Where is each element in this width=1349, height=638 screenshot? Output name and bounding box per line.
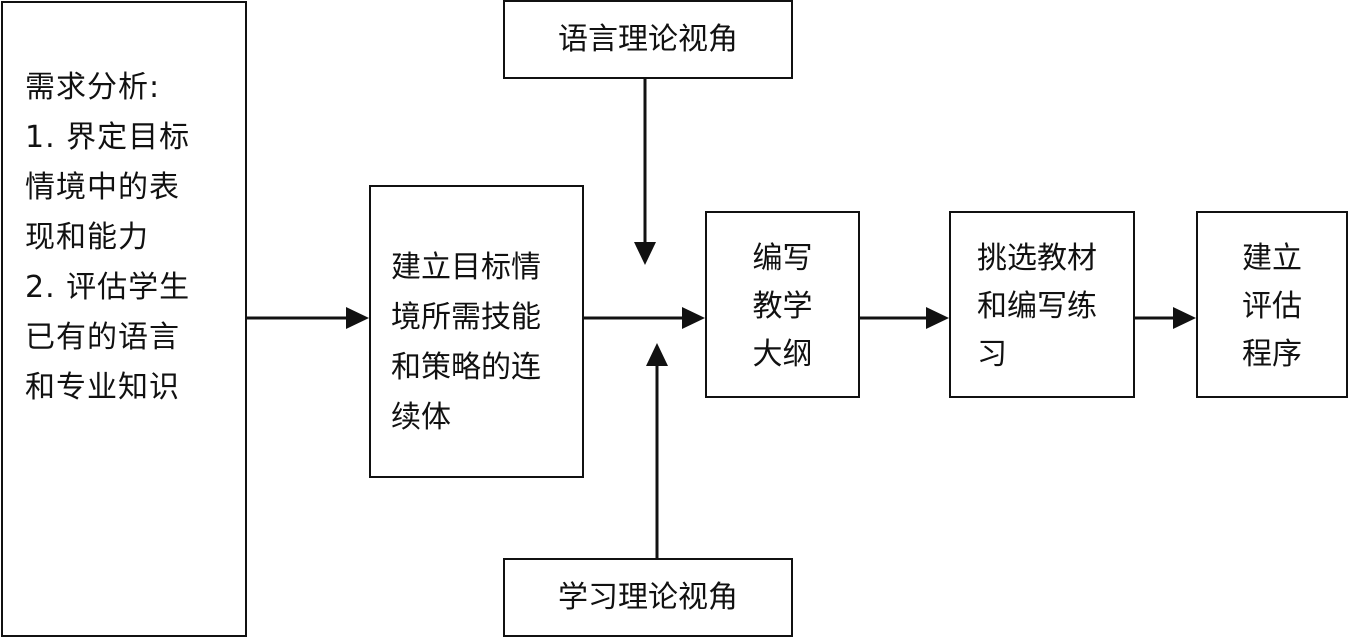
arrow-language-theory-down [634, 79, 656, 265]
arrow-learning-theory-up [646, 343, 668, 558]
continuum-line: 境所需技能 [391, 300, 541, 335]
continuum-line: 建立目标情 [391, 250, 541, 285]
learning-theory-box: 学习理论视角 [503, 558, 793, 637]
needs-analysis-line: 已有的语言 [25, 320, 180, 355]
needs-analysis-line: 和专业知识 [25, 370, 180, 405]
needs-analysis-title: 需求分析: [25, 70, 161, 105]
arrow-syllabus-to-materials [860, 307, 949, 329]
language-theory-label: 语言理论视角 [558, 22, 738, 57]
syllabus-line: 编写 [752, 241, 813, 276]
language-theory-box: 语言理论视角 [503, 0, 793, 79]
syllabus-line: 大纲 [752, 337, 813, 372]
learning-theory-label: 学习理论视角 [558, 580, 738, 615]
materials-box: 挑选教材 和编写练 习 [949, 211, 1135, 398]
syllabus-box: 编写 教学 大纲 [705, 211, 860, 398]
continuum-line: 续体 [391, 400, 451, 435]
evaluation-line: 程序 [1242, 337, 1302, 372]
needs-analysis-line: 现和能力 [25, 220, 149, 255]
materials-line: 和编写练 [977, 289, 1097, 324]
arrow-continuum-to-syllabus [584, 307, 705, 329]
continuum-line: 和策略的连 [391, 350, 541, 385]
needs-analysis-line: 1. 界定目标 [25, 120, 191, 155]
needs-analysis-line: 情境中的表 [25, 170, 180, 205]
needs-analysis-line: 2. 评估学生 [25, 270, 191, 305]
arrow-materials-to-evaluation [1135, 307, 1196, 329]
materials-line: 挑选教材 [977, 241, 1097, 276]
skills-continuum-box: 建立目标情 境所需技能 和策略的连 续体 [369, 185, 584, 478]
evaluation-box: 建立 评估 程序 [1196, 211, 1348, 398]
syllabus-line: 教学 [752, 289, 813, 324]
needs-analysis-box: 需求分析: 1. 界定目标 情境中的表 现和能力 2. 评估学生 已有的语言 和… [1, 1, 247, 637]
evaluation-line: 建立 [1242, 241, 1302, 276]
arrow-needs-to-continuum [247, 307, 369, 329]
evaluation-line: 评估 [1242, 289, 1302, 324]
materials-line: 习 [977, 337, 1007, 372]
